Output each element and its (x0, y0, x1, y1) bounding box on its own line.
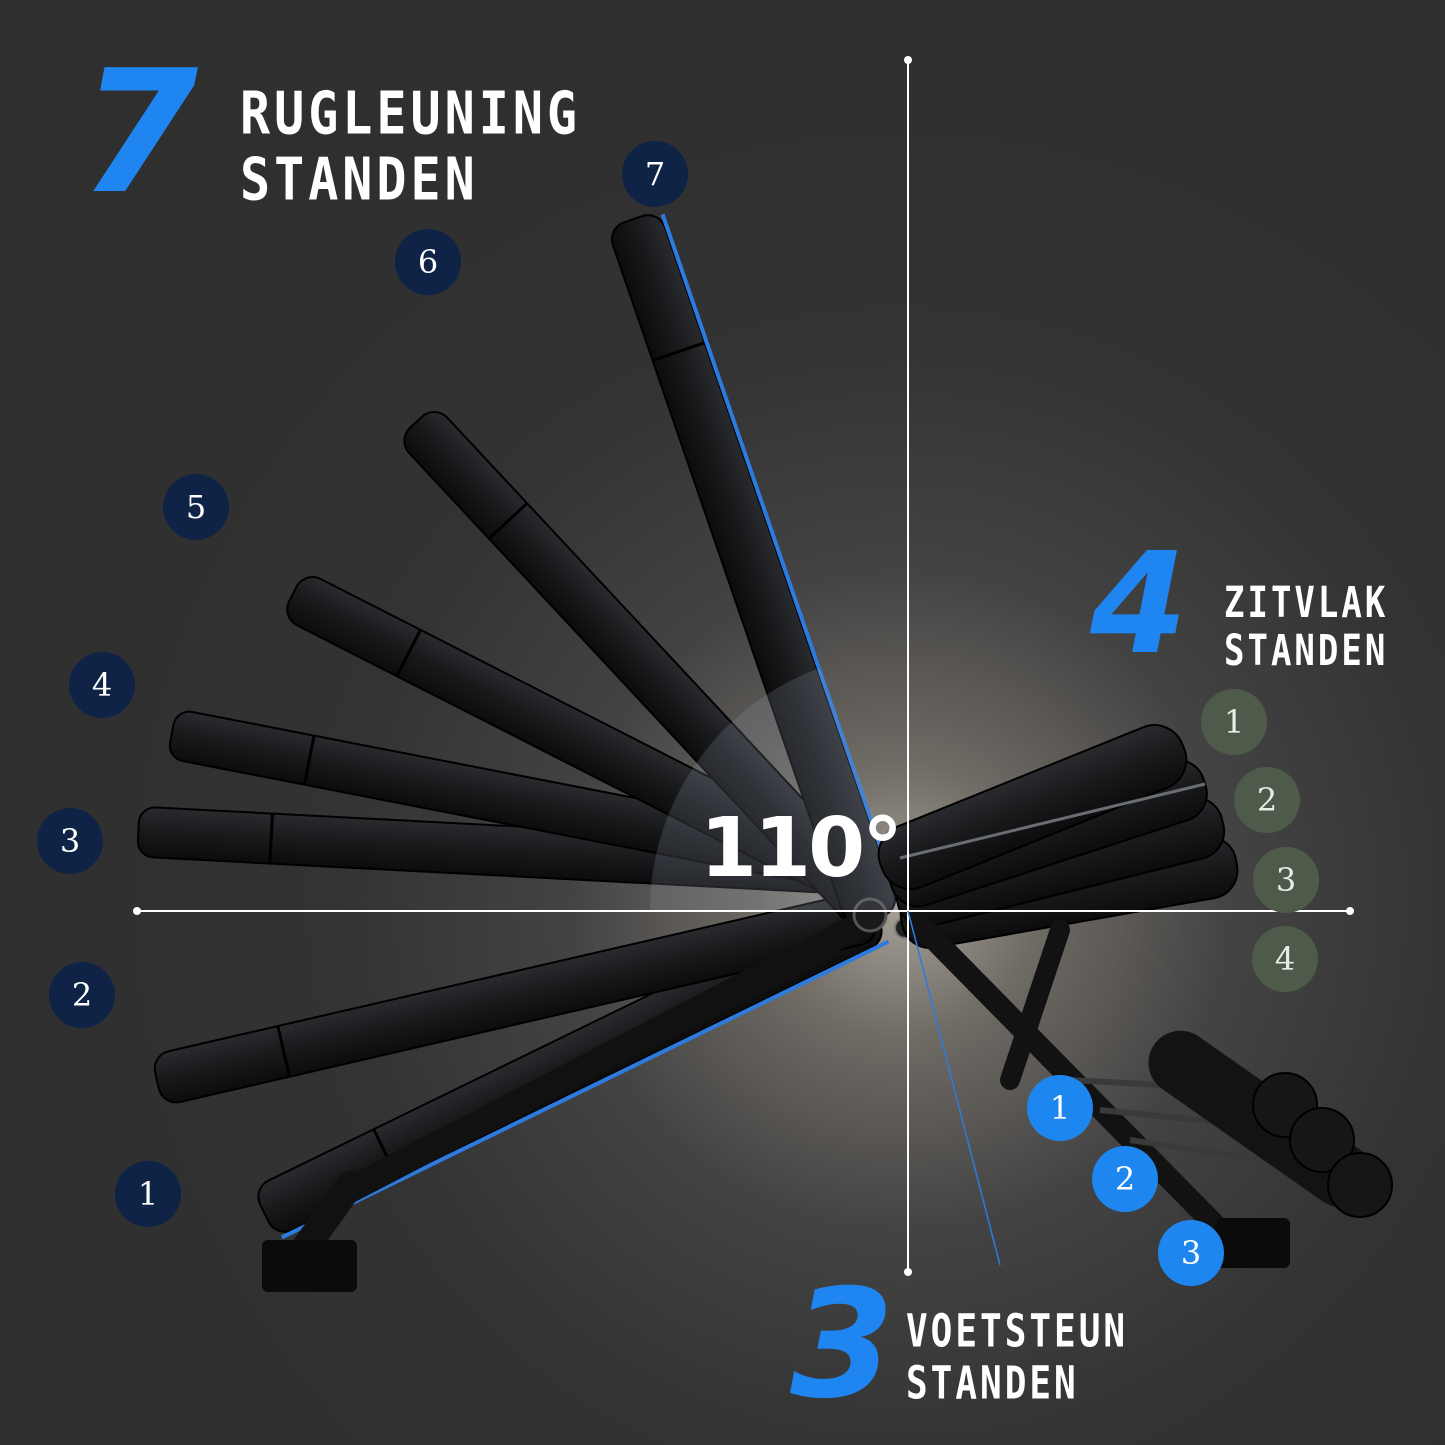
seat-badge-3: 3 (1253, 847, 1319, 913)
backrest-badge-6: 6 (395, 229, 461, 295)
backrest-label-line1: RUGLEUNING (240, 79, 582, 148)
backrest-badge-4: 4 (69, 652, 135, 718)
angle-label: 110° (700, 801, 903, 896)
seat-badge-1: 1 (1201, 689, 1267, 755)
footrest-label-line2: STANDEN (906, 1358, 1079, 1410)
footrest (909, 914, 1393, 1268)
seat-pad-1 (877, 724, 1188, 891)
footrest-count: 3 (790, 1258, 894, 1432)
footrest-badge-3: 3 (1158, 1220, 1224, 1286)
backrest-badge-3: 3 (37, 808, 103, 874)
seat-label-line1: ZITVLAK (1224, 578, 1389, 629)
footrest-label-line1: VOETSTEUN (906, 1306, 1129, 1358)
backrest-badge-7: 7 (622, 141, 688, 207)
bench-frame (262, 897, 916, 1292)
backrest-label-line2: STANDEN (240, 145, 479, 214)
seat-positions (877, 724, 1239, 949)
backrest-positions (136, 213, 904, 1240)
backrest-count: 7 (80, 34, 198, 232)
axis-lines (133, 56, 1354, 1276)
seat-label-line2: STANDEN (1224, 626, 1389, 677)
angle-arc (649, 668, 908, 912)
backrest-badge-1: 1 (115, 1161, 181, 1227)
footrest-badge-2: 2 (1092, 1146, 1158, 1212)
seat-badge-2: 2 (1234, 767, 1300, 833)
backrest-badge-2: 2 (49, 962, 115, 1028)
seat-count: 4 (1090, 523, 1187, 686)
footrest-badge-1: 1 (1027, 1075, 1093, 1141)
backrest-badge-5: 5 (163, 474, 229, 540)
seat-badge-4: 4 (1252, 926, 1318, 992)
